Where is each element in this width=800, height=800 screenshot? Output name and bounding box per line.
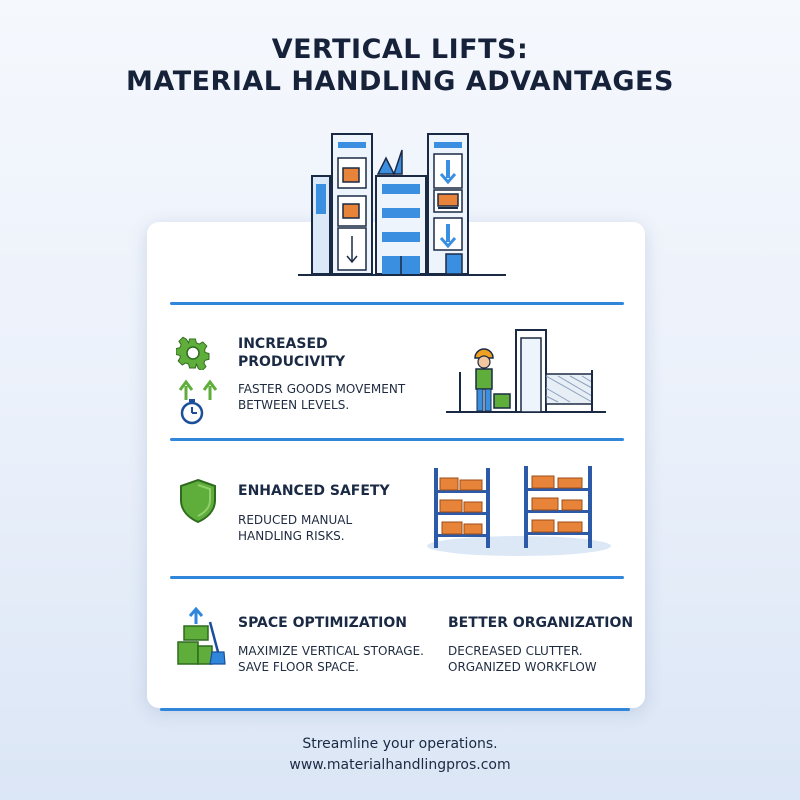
- space-body-line-2: SAVE FLOOR SPACE.: [238, 660, 359, 674]
- card-bottom-rule: [160, 708, 630, 711]
- title-line-2: MATERIAL HANDLING ADVANTAGES: [126, 66, 674, 97]
- organization-body-line-1: DECREASED CLUTTER.: [448, 644, 583, 658]
- productivity-heading-line-1: INCREASED: [238, 336, 328, 352]
- productivity-body-line-1: FASTER GOODS MOVEMENT: [238, 382, 406, 396]
- stopwatch-icon: [180, 399, 204, 425]
- space-heading: SPACE OPTIMIZATION: [238, 615, 407, 631]
- shelving-icon: [427, 466, 611, 556]
- shield-icon: [180, 478, 216, 524]
- space-body-line-1: MAXIMIZE VERTICAL STORAGE.: [238, 644, 424, 658]
- building-icon: [298, 133, 506, 276]
- footer-tagline: Streamline your operations.: [302, 736, 498, 752]
- safety-body-line-2: HANDLING RISKS.: [238, 529, 345, 543]
- section-divider: [170, 576, 624, 579]
- productivity-heading-line-2: PRODUCIVITY: [238, 354, 346, 370]
- footer-url[interactable]: www.materialhandlingpros.com: [289, 757, 511, 773]
- section-divider: [170, 302, 624, 305]
- organization-body-line-2: ORGANIZED WORKFLOW: [448, 660, 597, 674]
- arrows-up-icon: [178, 379, 218, 400]
- productivity-body-line-2: BETWEEN LEVELS.: [238, 398, 350, 412]
- safety-heading: ENHANCED SAFETY: [238, 483, 390, 499]
- section-divider: [170, 438, 624, 441]
- broom-icon: [208, 621, 226, 665]
- worker-icon: [446, 329, 606, 413]
- organization-heading: BETTER ORGANIZATION: [448, 615, 634, 631]
- title-line-1: VERTICAL LIFTS:: [271, 34, 529, 65]
- safety-body-line-1: REDUCED MANUAL: [238, 513, 353, 527]
- gear-icon: [176, 336, 210, 370]
